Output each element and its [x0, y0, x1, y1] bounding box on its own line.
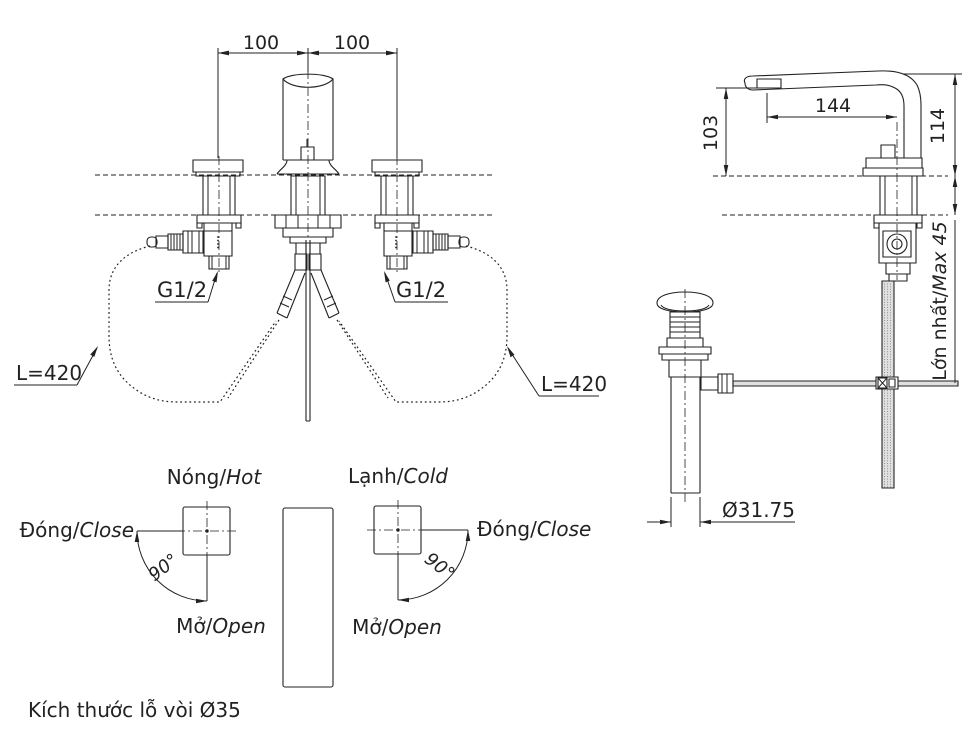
spout-front — [228, 53, 388, 421]
thread-label-left: G1/2 — [155, 271, 218, 302]
dimension-spout-height: 103 — [700, 88, 765, 176]
svg-text:L=420: L=420 — [16, 361, 82, 385]
spout-column — [283, 508, 333, 687]
svg-text:144: 144 — [815, 95, 851, 117]
max-thickness-label: Lớn nhất/Max 45 — [929, 221, 951, 380]
side-view: 103 144 114 Lớn nhất/Max 45 Ø31.75 — [647, 71, 962, 527]
svg-text:103: 103 — [700, 115, 722, 151]
close-label-left: Đóng/Close — [20, 518, 134, 542]
faucet-side — [733, 71, 958, 488]
dim-100-right: 100 — [334, 32, 370, 54]
hot-valve-front — [147, 156, 243, 274]
svg-text:Ø31.75: Ø31.75 — [722, 498, 795, 522]
svg-text:G1/2: G1/2 — [157, 278, 207, 302]
operation-diagram: Nóng/Hot Lạnh/Cold 90° Đóng/Close Mở/Ope… — [20, 464, 591, 687]
hot-handle-rotation: 90° Đóng/Close Mở/Open — [20, 501, 266, 638]
caption-hole-size: Kích thước lỗ vòi Ø35 — [28, 698, 241, 722]
thread-label-right: G1/2 — [384, 271, 448, 302]
counter-surface-lines-side — [713, 176, 948, 215]
dimension-hole-spacing: 100 100 — [218, 32, 397, 158]
angle-90-cold: 90° — [420, 549, 458, 585]
supply-hose-left — [109, 246, 276, 402]
counter-surface-lines — [95, 175, 492, 215]
hose-length-label-left: L=420 — [14, 346, 98, 385]
open-label-left: Mở/Open — [176, 614, 266, 638]
hot-label: Nóng/Hot — [167, 465, 263, 489]
angle-90-hot: 90° — [145, 550, 183, 586]
popup-drain — [657, 289, 733, 503]
cold-label: Lạnh/Cold — [348, 464, 448, 488]
hose-length-label-right: L=420 — [507, 346, 607, 396]
svg-text:L=420: L=420 — [541, 372, 607, 396]
cold-handle-rotation: 90° Đóng/Close Mở/Open — [352, 500, 591, 639]
svg-text:114: 114 — [927, 108, 949, 144]
dimension-total-height: 114 Lớn nhất/Max 45 — [903, 74, 962, 383]
supply-hose-right — [339, 246, 507, 402]
close-label-right: Đóng/Close — [477, 517, 591, 541]
dim-100-left: 100 — [243, 32, 279, 54]
svg-text:G1/2: G1/2 — [396, 278, 446, 302]
dimension-spout-reach: 144 — [767, 93, 897, 123]
dimension-drain-diameter: Ø31.75 — [647, 497, 795, 527]
open-label-right: Mở/Open — [352, 615, 442, 639]
popup-rod — [733, 381, 958, 386]
cold-valve-front — [372, 156, 469, 274]
front-view: 100 100 — [14, 32, 607, 421]
